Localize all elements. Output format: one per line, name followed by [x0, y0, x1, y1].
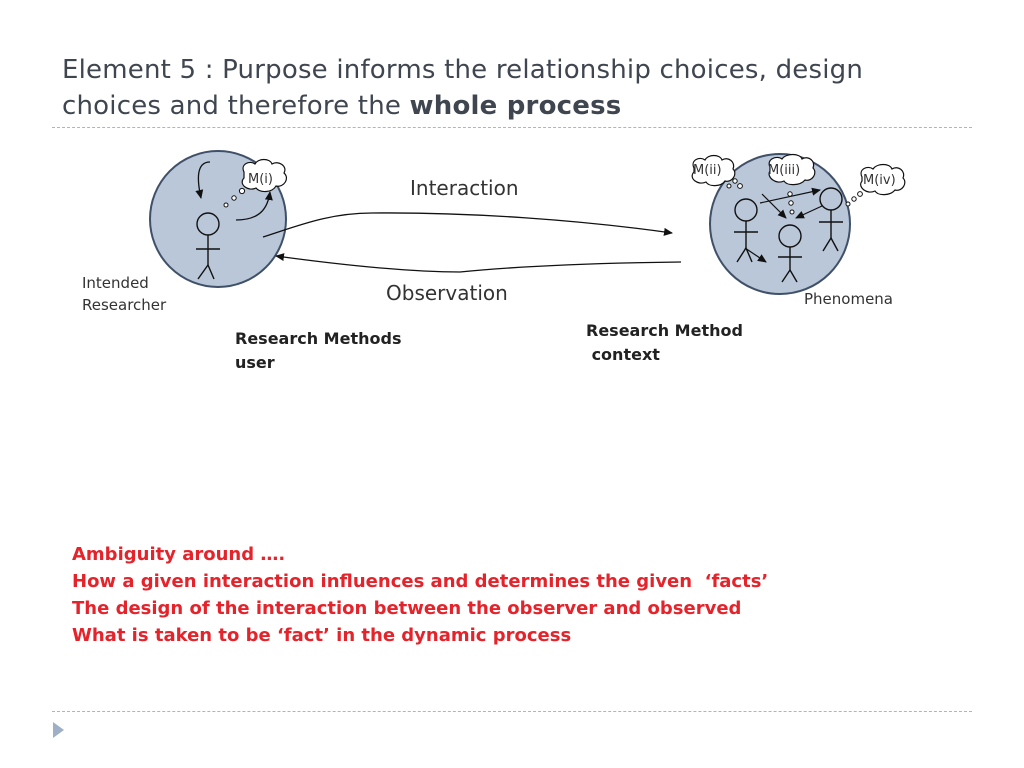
title-line-2: choices and therefore the	[62, 91, 410, 121]
top-divider	[52, 127, 972, 128]
phenomena-label: Phenomena	[804, 290, 894, 308]
phenomena-thought-cloud-3-icon	[860, 163, 906, 196]
bullet-triangle-icon	[53, 722, 64, 738]
phenomena-cloud-label-1: M(ii)	[693, 163, 722, 178]
note-line-3: The design of the interaction between th…	[72, 598, 742, 619]
phenomena-arrow-3	[744, 247, 767, 263]
methods-user-line-2: user	[235, 353, 275, 372]
note-line-4: What is taken to be ‘fact’ in the dynami…	[72, 625, 572, 646]
interaction-arrow	[262, 212, 673, 238]
researcher-label: Intended Researcher	[82, 272, 166, 316]
slide-title: Element 5 : Purpose informs the relation…	[62, 52, 962, 124]
note-line-1: Ambiguity around ….	[72, 544, 286, 565]
phenomena-cloud-label-3: M(iv)	[863, 173, 896, 188]
phenomena-thought-dots	[726, 178, 863, 215]
researcher-inner-arrow-right	[235, 191, 273, 221]
researcher-thought-dots	[223, 187, 246, 208]
methods-user-line-1: Research Methods	[235, 329, 402, 348]
researcher-label-line-1: Intended	[82, 274, 149, 292]
researcher-figure-icon	[196, 212, 220, 280]
phenomena-figure-1-icon	[734, 198, 758, 263]
phenomena-figure-2-icon	[778, 224, 802, 283]
method-context-line-1: Research Method	[586, 321, 743, 340]
observation-label: Observation	[386, 281, 508, 305]
researcher-label-line-2: Researcher	[82, 296, 167, 314]
note-line-2: How a given interaction influences and d…	[72, 571, 769, 592]
phenomena-figure-3-icon	[819, 187, 843, 252]
phenomena-thought-cloud-1-icon	[691, 154, 736, 187]
method-context-line-2: context	[586, 345, 660, 364]
phenomena-arrow-2	[761, 193, 787, 219]
phenomena-arrow-4	[795, 205, 823, 219]
phenomena-cloud-label-2: M(iii)	[768, 163, 800, 178]
title-emphasis: whole process	[409, 91, 622, 121]
bottom-divider	[52, 711, 972, 712]
phenomena-thought-cloud-2-icon	[768, 153, 816, 186]
researcher-inner-arrow-left	[195, 161, 211, 199]
researcher-cloud-label: M(i)	[248, 172, 273, 187]
method-context-label: Research Method context	[586, 319, 743, 367]
title-line-1: Element 5 : Purpose informs the relation…	[62, 55, 864, 85]
observation-arrow	[275, 253, 682, 273]
interaction-label: Interaction	[410, 176, 519, 200]
methods-user-label: Research Methods user	[235, 327, 401, 375]
researcher-thought-cloud-icon	[241, 158, 288, 193]
ambiguity-notes: Ambiguity around …. How a given interact…	[72, 541, 768, 649]
